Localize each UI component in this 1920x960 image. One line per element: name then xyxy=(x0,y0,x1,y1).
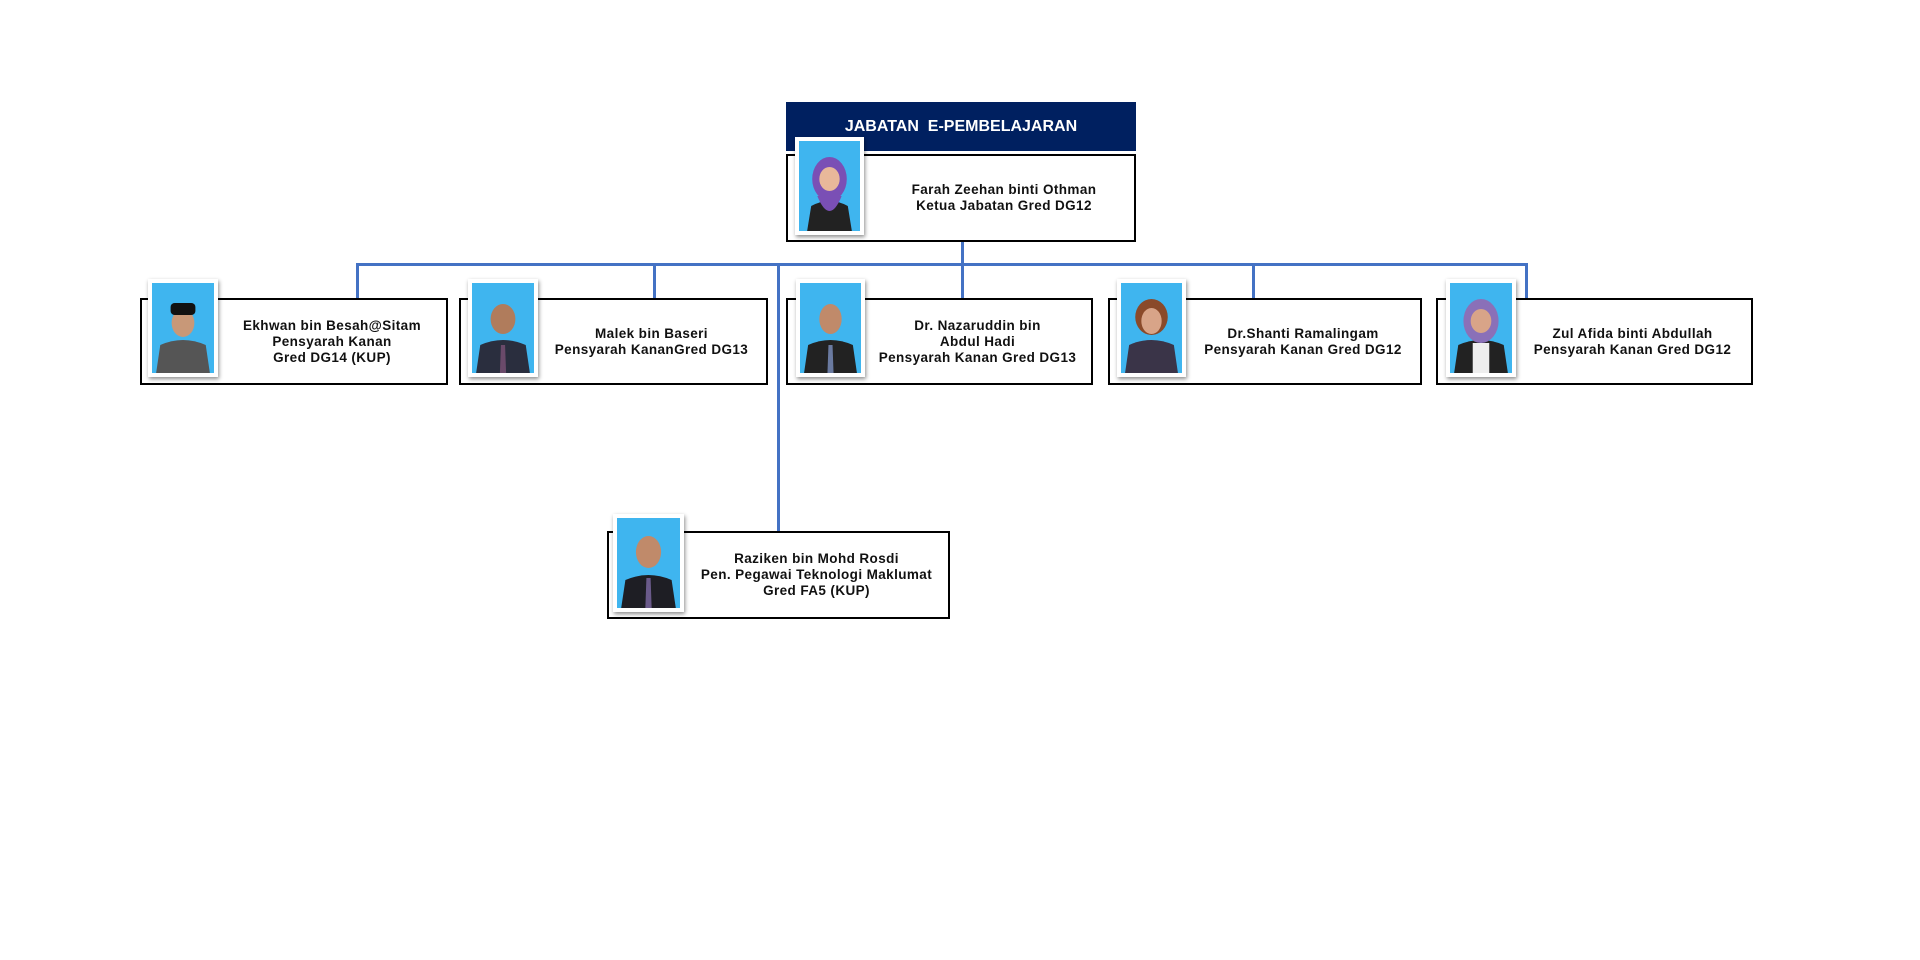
support-photo xyxy=(613,514,684,612)
connector-staff-1 xyxy=(356,263,359,299)
connector-support xyxy=(777,263,780,532)
staff-name: Zul Afida binti Abdullah xyxy=(1552,325,1713,341)
head-role: Ketua Jabatan Gred DG12 xyxy=(916,198,1092,213)
support-grade: Gred FA5 (KUP) xyxy=(763,583,870,598)
connector-staff-4 xyxy=(1252,263,1255,299)
support-role: Pen. Pegawai Teknologi Maklumat xyxy=(700,567,933,582)
staff-role: Pensyarah Kanan Gred DG12 xyxy=(1533,341,1732,357)
head-photo xyxy=(795,137,864,235)
head-name: Farah Zeehan binti Othman xyxy=(911,182,1097,197)
connector-staff-2 xyxy=(653,263,656,299)
staff-role: Pensyarah KananGred DG13 xyxy=(554,341,749,357)
connector-head-down xyxy=(961,241,964,265)
staff-role: Pensyarah Kanan xyxy=(272,333,392,349)
staff-photo xyxy=(796,279,865,377)
support-name: Raziken bin Mohd Rosdi xyxy=(734,551,899,566)
connector-staff-3 xyxy=(961,263,964,299)
connector-staff-5 xyxy=(1525,263,1528,299)
staff-photo xyxy=(468,279,538,377)
staff-name: Malek bin Baseri xyxy=(595,325,708,341)
staff-role: Pensyarah Kanan Gred DG12 xyxy=(1204,341,1402,357)
staff-photo xyxy=(1446,279,1516,377)
staff-photo xyxy=(148,279,218,377)
staff-photo xyxy=(1117,279,1186,377)
staff-grade: Gred DG14 (KUP) xyxy=(273,349,391,365)
staff-role: Pensyarah Kanan Gred DG13 xyxy=(878,349,1077,365)
staff-name: Dr.Shanti Ramalingam xyxy=(1227,325,1379,341)
staff-name-cont: Abdul Hadi xyxy=(939,333,1016,349)
connector-horizontal xyxy=(356,263,1528,266)
staff-name: Dr. Nazaruddin bin xyxy=(914,317,1041,333)
staff-name: Ekhwan bin Besah@Sitam xyxy=(242,317,421,333)
